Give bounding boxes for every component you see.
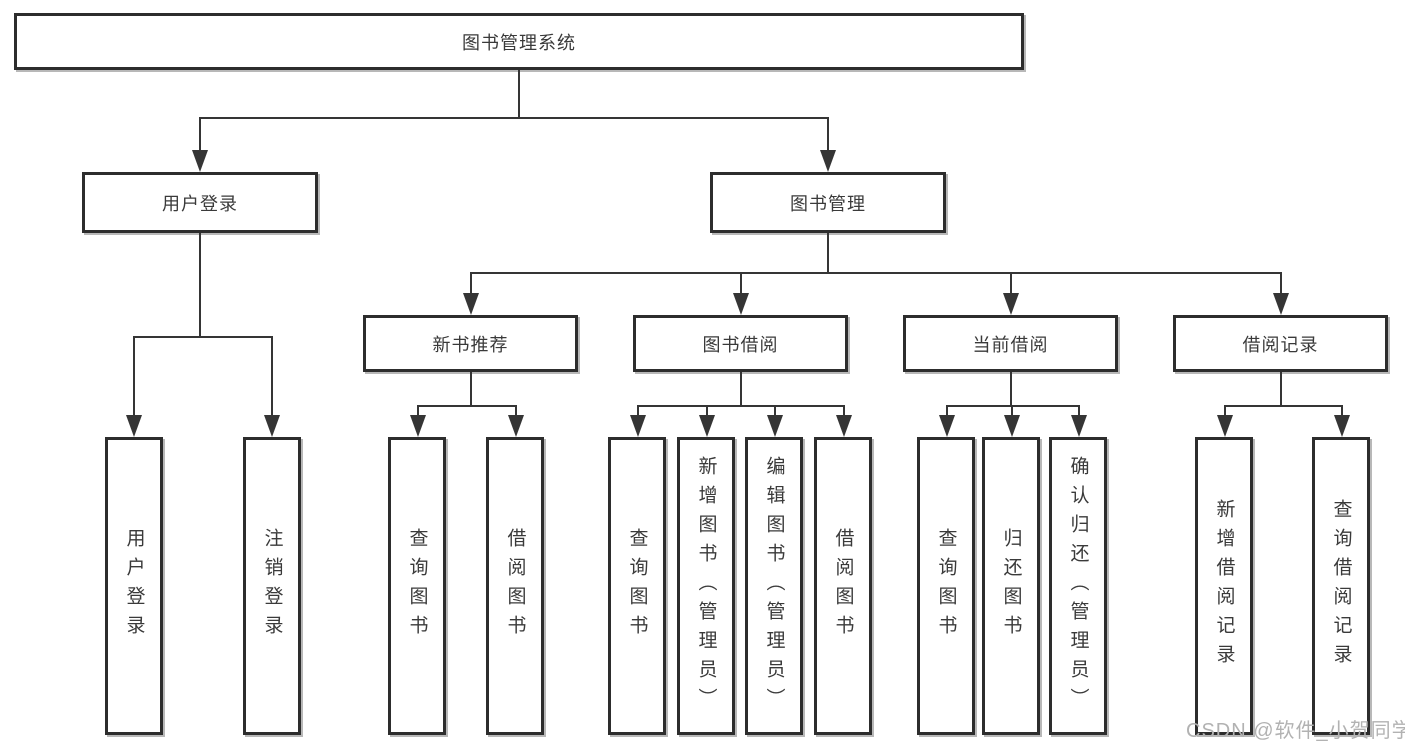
leaf-query-borrow-record: 查询借阅记录 [1312,437,1370,735]
connector-line [946,405,948,419]
connector-line [946,405,1080,407]
node-borrowing-records: 借阅记录 [1173,315,1388,372]
arrowhead-icon [1217,415,1233,437]
connector-line [774,405,776,419]
connector-line [843,405,845,419]
connector-line [1224,405,1226,419]
arrowhead-icon [1003,293,1019,315]
connector-line [1280,372,1282,407]
arrowhead-icon [820,150,836,172]
connector-line [417,405,517,407]
arrowhead-icon [126,415,142,437]
leaf-return-books: 归还图书 [982,437,1040,735]
connector-line [271,336,273,417]
connector-line [1011,405,1013,419]
connector-line [470,272,472,297]
leaf-add-books-admin: 新增图书（管理员） [677,437,735,735]
connector-line [470,272,1281,274]
connector-line [637,405,845,407]
connector-line [470,372,472,407]
arrowhead-icon [939,415,955,437]
connector-line [518,70,520,118]
connector-line [1341,405,1343,419]
arrowhead-icon [508,415,524,437]
connector-line [1078,405,1080,419]
connector-line [637,405,639,419]
leaf-add-borrow-record: 新增借阅记录 [1195,437,1253,735]
arrowhead-icon [733,293,749,315]
node-current-borrowing: 当前借阅 [903,315,1118,372]
leaf-borrow-books-recommend: 借阅图书 [486,437,544,735]
leaf-confirm-return-admin: 确认归还（管理员） [1049,437,1107,735]
connector-line [1010,272,1012,297]
connector-line [1010,372,1012,407]
leaf-borrow-books-borrowing: 借阅图书 [814,437,872,735]
connector-line [740,372,742,407]
csdn-watermark: CSDN @软件_小贺同学 [1186,720,1405,742]
arrowhead-icon [1273,293,1289,315]
arrowhead-icon [767,415,783,437]
leaf-user-login: 用户登录 [105,437,163,735]
leaf-query-books-borrowing: 查询图书 [608,437,666,735]
arrowhead-icon [836,415,852,437]
connector-line [1224,405,1342,407]
leaf-query-books-recommend: 查询图书 [388,437,446,735]
node-new-book-recommendation: 新书推荐 [363,315,578,372]
arrowhead-icon [463,293,479,315]
arrowhead-icon [1004,415,1020,437]
node-root: 图书管理系统 [14,13,1024,70]
connector-line [133,336,273,338]
connector-line [199,117,829,119]
arrowhead-icon [192,150,208,172]
node-user-login: 用户登录 [82,172,318,233]
leaf-query-books-current: 查询图书 [917,437,975,735]
arrowhead-icon [630,415,646,437]
connector-line [1280,272,1282,297]
connector-line [827,117,829,154]
node-book-management: 图书管理 [710,172,946,233]
connector-line [827,233,829,274]
leaf-logout-login: 注销登录 [243,437,301,735]
connector-line [740,272,742,297]
arrowhead-icon [410,415,426,437]
node-book-borrowing: 图书借阅 [633,315,848,372]
connector-line [133,336,135,417]
leaf-edit-books-admin: 编辑图书（管理员） [745,437,803,735]
connector-line [515,405,517,419]
connector-line [199,233,201,338]
arrowhead-icon [264,415,280,437]
arrowhead-icon [1334,415,1350,437]
arrowhead-icon [699,415,715,437]
connector-line [199,117,201,154]
arrowhead-icon [1071,415,1087,437]
connector-line [706,405,708,419]
connector-line [417,405,419,419]
